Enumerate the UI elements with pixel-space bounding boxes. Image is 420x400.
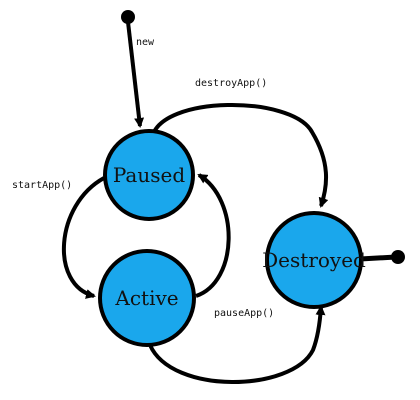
state-paused-label: Paused [113,163,185,187]
active-to-destroyed-arrow [148,305,326,384]
state-paused-circle [103,129,195,221]
state-destroyed: Destroyed [262,211,366,309]
start-app-transition-arrow [62,176,105,299]
final-state-dot [391,250,405,264]
state-active-circle [98,249,196,347]
state-active-label: Active [114,286,178,310]
initial-state-dot [121,10,135,24]
destroy-app-transition-arrow [150,102,329,208]
final-transition-line [359,254,397,262]
start-app-transition-label: startApp() [12,180,72,191]
destroy-app-transition-label: destroyApp() [195,78,267,89]
state-destroyed-label: Destroyed [262,248,366,272]
state-destroyed-circle [265,211,363,309]
pause-app-transition-arrow [195,173,231,298]
new-transition-label: new [136,37,155,48]
new-transition-arrow [126,21,145,128]
state-paused: Paused [103,129,195,221]
state-active: Active [98,249,196,347]
pause-app-transition-label: pauseApp() [214,308,274,319]
